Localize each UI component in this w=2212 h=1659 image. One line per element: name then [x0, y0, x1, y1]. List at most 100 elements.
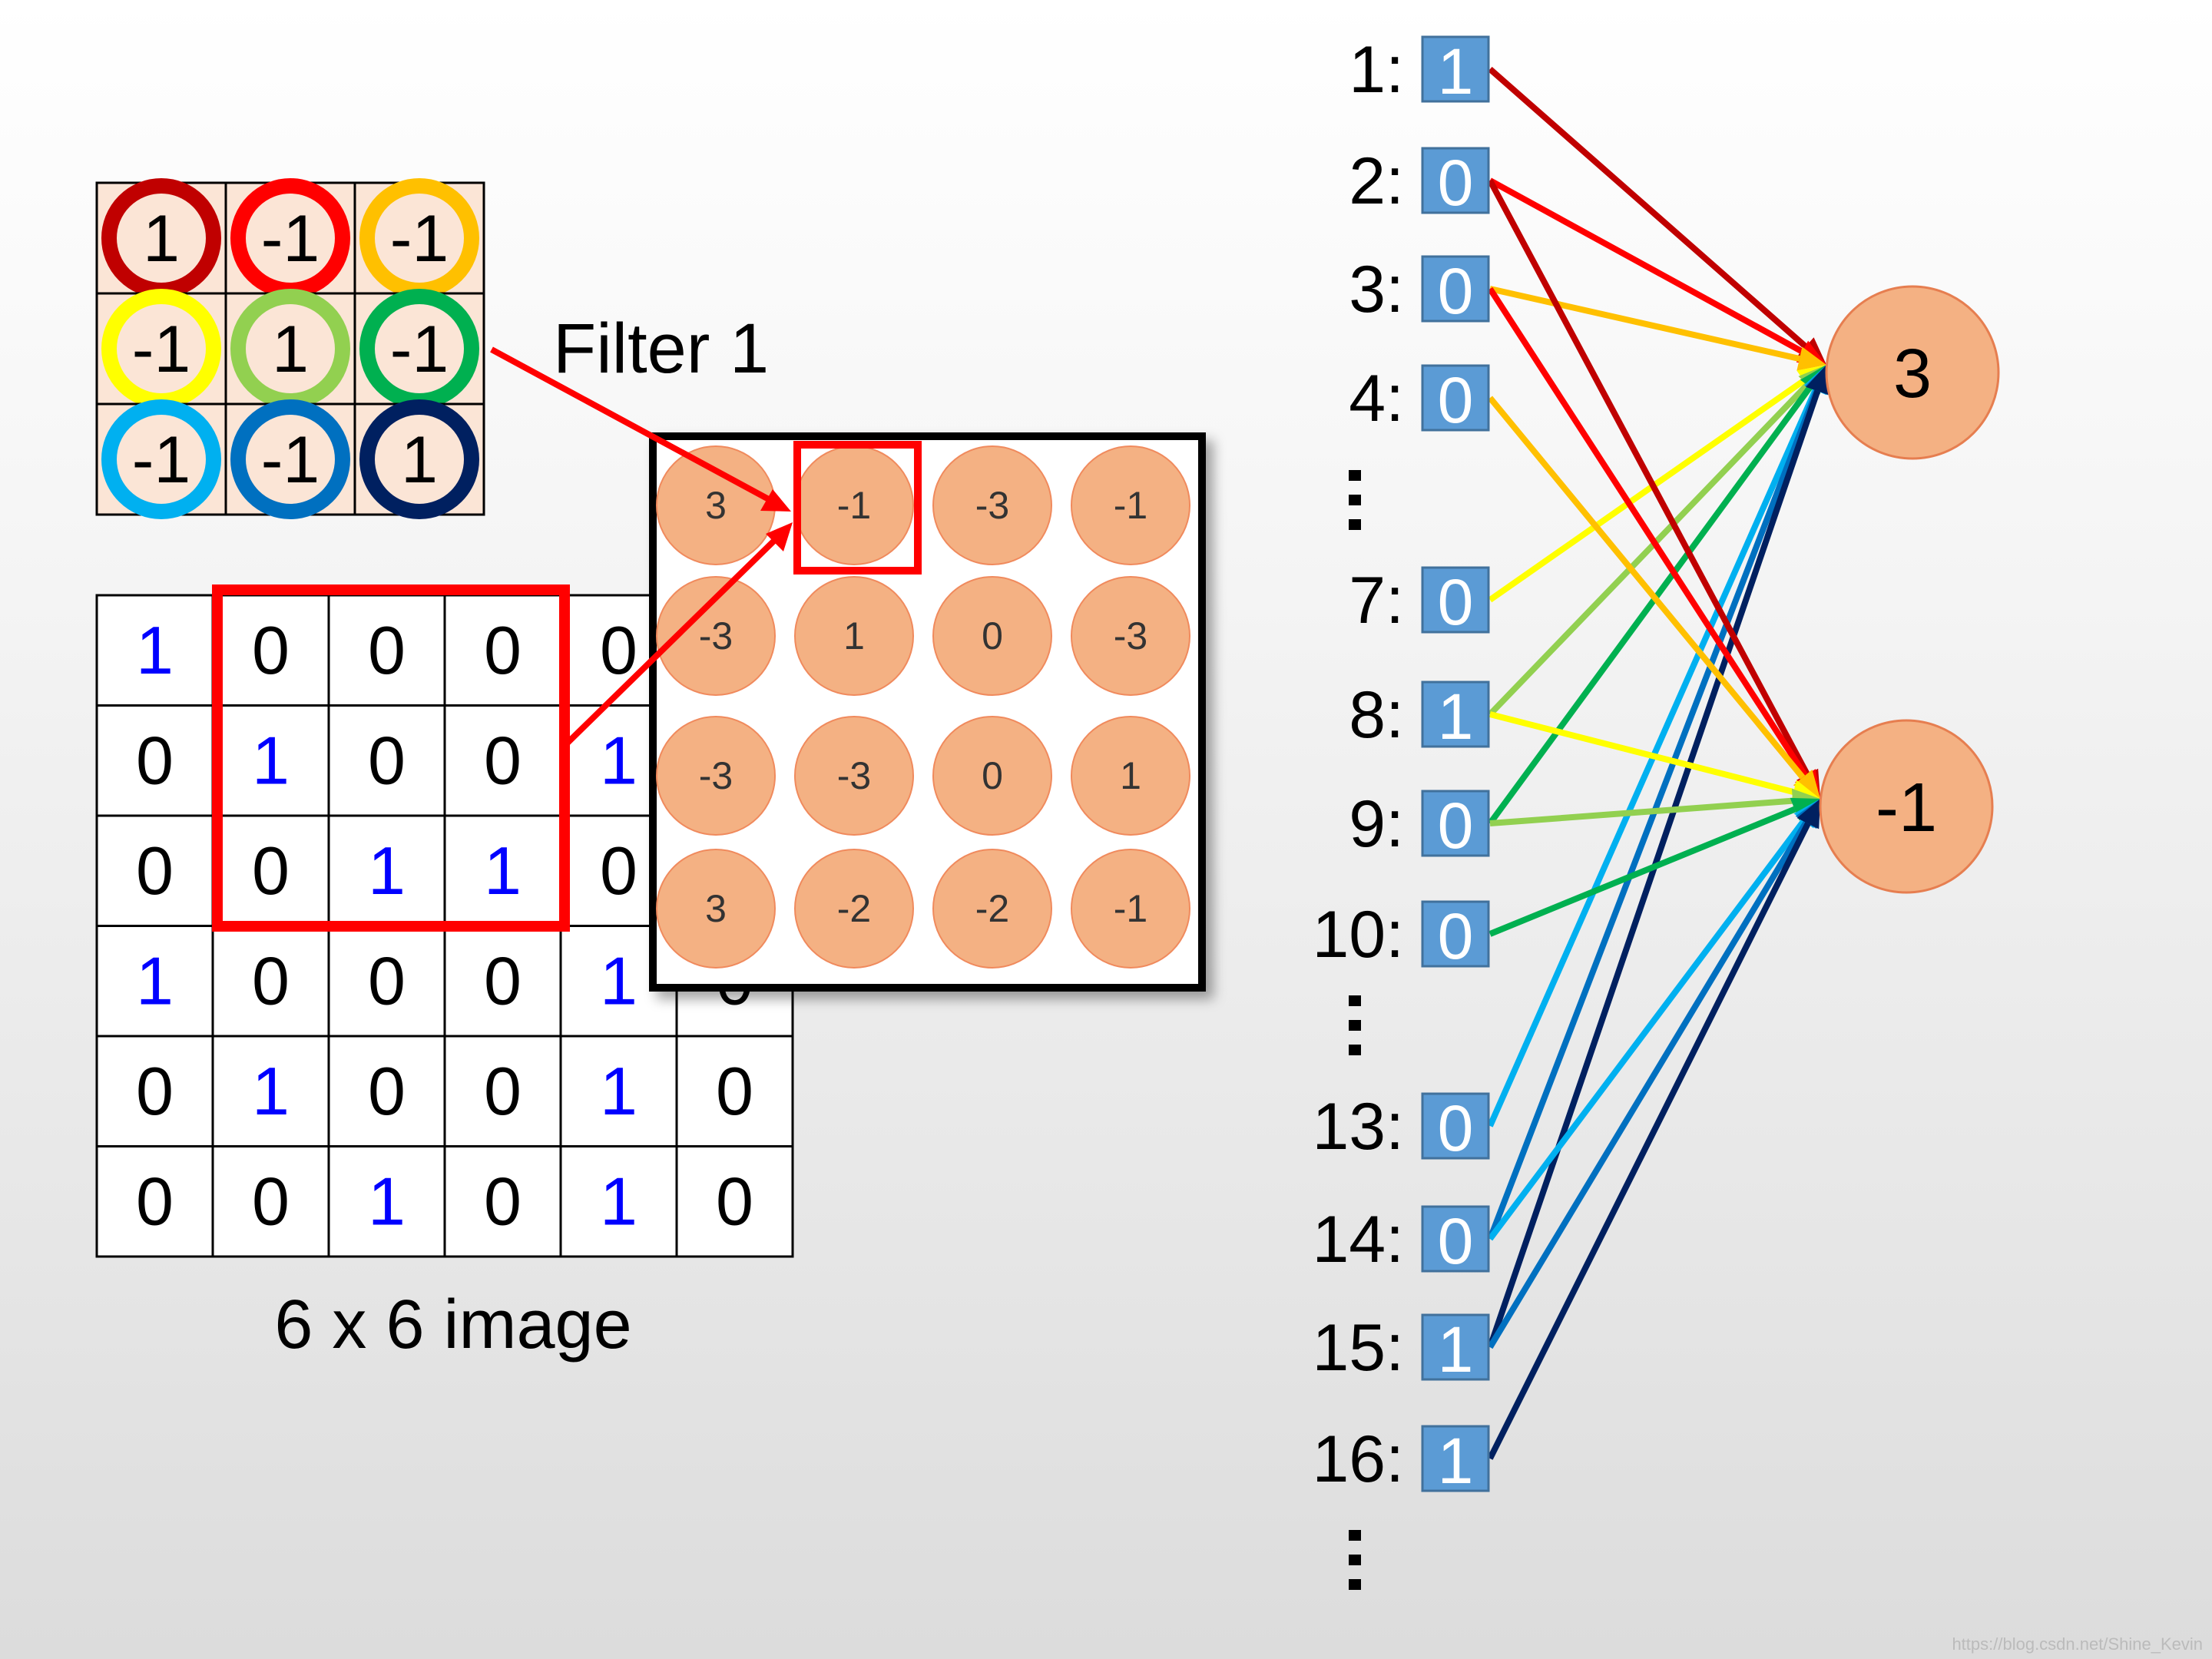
image-cell: 0	[95, 704, 214, 817]
image-cell: 1	[559, 1145, 678, 1258]
image-cell: 1	[327, 814, 446, 927]
image-cell: 0	[327, 704, 446, 817]
input-value: 1	[1438, 680, 1474, 753]
input-index-label: 7:	[1349, 564, 1404, 637]
feature-map-cell: -1	[1071, 849, 1190, 969]
filter-cell: -1	[95, 289, 227, 409]
image-cell: 0	[327, 925, 446, 1038]
input-index-label: 2:	[1349, 144, 1404, 218]
input-row: 9:0	[1349, 787, 1490, 862]
filter-weight-value: -1	[132, 423, 190, 497]
image-cell: 1	[95, 594, 214, 707]
feature-map-value: -3	[975, 484, 1009, 527]
input-index-label: 14:	[1312, 1203, 1404, 1277]
image-cell-value: 1	[600, 942, 637, 1018]
image-cell: 1	[327, 1145, 446, 1258]
feature-map-cell: -3	[932, 445, 1052, 565]
image-cell: 1	[211, 1035, 330, 1147]
image-caption: 6 x 6 image	[274, 1286, 631, 1363]
image-cell: 1	[211, 704, 330, 817]
input-value: 1	[1438, 35, 1474, 108]
input-value: 0	[1438, 566, 1474, 638]
image-cell: 0	[443, 1145, 562, 1258]
image-cell-value: 0	[136, 722, 174, 798]
image-cell: 0	[327, 1035, 446, 1147]
input-row: 1:1	[1349, 33, 1490, 108]
filter-weight-ring	[101, 399, 221, 519]
image-cell: 0	[443, 1035, 562, 1147]
image-cell: 0	[443, 594, 562, 707]
input-value: 1	[1438, 1425, 1474, 1497]
input-value-box	[1421, 1313, 1490, 1381]
input-value-box	[1421, 147, 1490, 214]
image-cell-value: 0	[136, 833, 174, 909]
input-value: 1	[1438, 1313, 1474, 1386]
feature-map-cell: -3	[656, 576, 776, 696]
output-value: -1	[1876, 770, 1937, 846]
input-value: 0	[1438, 147, 1474, 219]
image-cell: 0	[95, 1145, 214, 1258]
image-cell: 0	[211, 925, 330, 1038]
filter-weight-value: -1	[390, 202, 449, 276]
image-cell-value: 0	[252, 833, 290, 909]
input-value: 0	[1438, 790, 1474, 862]
feature-map-value: -3	[1114, 614, 1147, 657]
input-index-label: 13:	[1312, 1090, 1404, 1164]
image-cell: 1	[95, 925, 214, 1038]
feature-map-cell: -3	[794, 716, 914, 836]
filter-weight-value: 1	[143, 202, 180, 276]
image-cell-value: 1	[368, 1163, 406, 1239]
filter-weight-value: -1	[390, 313, 449, 386]
filter-cell: -1	[95, 399, 227, 519]
filter-to-output-arrow	[490, 346, 791, 512]
input-value-box	[1421, 900, 1490, 968]
feature-map-value: 1	[843, 614, 865, 657]
image-cell: 0	[95, 814, 214, 927]
image-cell: 0	[443, 704, 562, 817]
feature-map-cell: -1	[1071, 445, 1190, 565]
image-cell: 0	[675, 1145, 794, 1258]
image-cell: 0	[327, 594, 446, 707]
image-cell-value: 0	[136, 1163, 174, 1239]
input-value-box	[1421, 255, 1490, 323]
watermark: https://blog.csdn.net/Shine_Kevin	[1952, 1634, 2203, 1654]
filter-cell: 1	[224, 289, 356, 409]
feature-map-cell: -1	[794, 445, 914, 565]
image-cell-value: 1	[368, 833, 406, 909]
image-receptive-field-highlight	[212, 584, 570, 932]
image-cell: 0	[443, 925, 562, 1038]
feature-map-value: 1	[1120, 754, 1141, 797]
filter-weight-ring	[359, 399, 479, 519]
input-index-label: 3:	[1349, 253, 1404, 326]
input-index-label: 16:	[1312, 1422, 1404, 1496]
filter-weight-value: -1	[261, 423, 320, 497]
input-row: 16: 1	[1312, 1422, 1490, 1497]
feature-map-cell: -3	[656, 716, 776, 836]
image-cell-value: 0	[252, 612, 290, 688]
image-cell-value: 0	[368, 722, 406, 798]
image-cell-value: 0	[716, 1053, 753, 1129]
image-cell-value: 0	[484, 612, 522, 688]
image-cell-value: 1	[136, 612, 174, 688]
input-row: 10:0	[1312, 898, 1490, 972]
image-cell-value: 0	[716, 1163, 753, 1239]
feature-map-cell: 3	[656, 849, 776, 969]
image-cell-value: 0	[484, 1163, 522, 1239]
feature-map-cell: -2	[794, 849, 914, 969]
image-cell-value: 1	[252, 722, 290, 798]
feature-map-value: -1	[837, 484, 871, 527]
feature-map-cell: -3	[1071, 576, 1190, 696]
image-cell-value: 0	[368, 612, 406, 688]
input-value: 0	[1438, 1205, 1474, 1277]
image-cell: 1	[443, 814, 562, 927]
input-row: 8:1	[1349, 678, 1490, 753]
input-row: 7: 0	[1349, 564, 1490, 638]
input-value-box	[1421, 566, 1490, 634]
connection-line	[1487, 799, 1820, 1460]
image-cell-value: 0	[484, 942, 522, 1018]
input-value-box	[1421, 1425, 1490, 1492]
input-value-box	[1421, 35, 1490, 103]
ellipsis-2	[1349, 995, 1361, 1055]
input-row: 3:0	[1349, 253, 1490, 327]
